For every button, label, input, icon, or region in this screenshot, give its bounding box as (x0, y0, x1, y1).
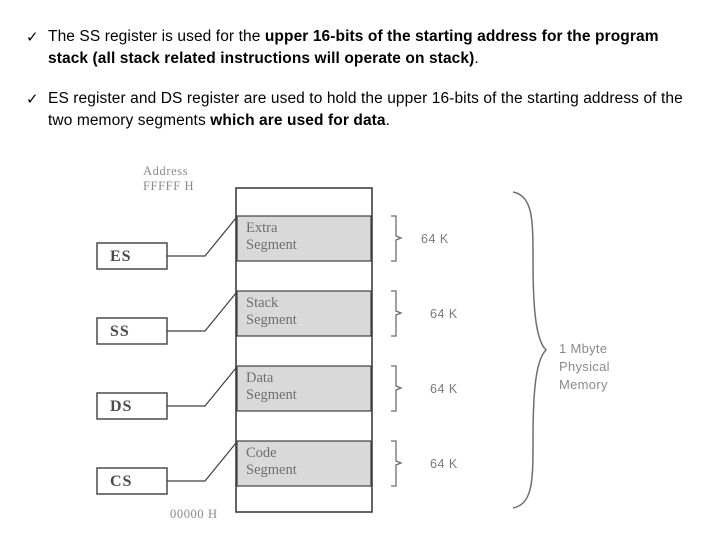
register-label-ds: DS (110, 398, 132, 415)
segment-label-stack-line1: Stack (246, 295, 279, 311)
pointer-line-cs (167, 442, 237, 482)
bullet-list: ✓ The SS register is used for the upper … (0, 26, 720, 148)
pointer-line-ds (167, 367, 237, 407)
checkmark-icon: ✓ (26, 90, 39, 108)
bullet-item-2: ✓ ES register and DS register are used t… (0, 88, 720, 132)
memory-segmentation-diagram: Address FFFFF H Extra Segment Stack Segm… (0, 160, 720, 540)
segment-label-extra-line2: Segment (246, 237, 297, 253)
memory-note-line1: 1 Mbyte (559, 341, 607, 356)
size-label-stack: 64 K (430, 307, 458, 321)
bullet-1-part-1: The SS register is used for the (48, 28, 265, 45)
bullet-1-part-2: upper 16-bits of the starting address fo… (48, 28, 659, 67)
brace-code (391, 440, 403, 487)
register-box-ss (96, 317, 168, 345)
segment-label-data-line2: Segment (246, 387, 297, 403)
brace-extra (391, 215, 403, 262)
address-caption-line1: Address (143, 164, 188, 178)
memory-note-line2: Physical (559, 359, 610, 374)
bullet-1-part-3: . (474, 50, 479, 67)
size-label-extra: 64 K (421, 232, 449, 246)
register-label-cs: CS (110, 473, 132, 490)
register-label-ss: SS (110, 323, 130, 340)
segment-label-data-line1: Data (246, 370, 274, 386)
segment-label-extra-line1: Extra (246, 220, 278, 236)
segment-block-stack (236, 290, 372, 337)
register-box-ds (96, 392, 168, 420)
brace-data (391, 365, 403, 412)
pointer-line-es (167, 217, 237, 257)
size-label-code: 64 K (430, 457, 458, 471)
pointer-lines (167, 217, 237, 482)
brace-stack (391, 290, 403, 337)
register-box-es (96, 242, 168, 270)
segment-label-stack-line2: Segment (246, 312, 297, 328)
memory-brace (512, 191, 548, 509)
address-caption-line2: FFFFF H (143, 179, 194, 193)
pointer-line-ss (167, 292, 237, 332)
segment-block-data (236, 365, 372, 412)
register-box-cs (96, 467, 168, 495)
bullet-item-2-text: ES register and DS register are used to … (48, 88, 686, 132)
segment-block-code (236, 440, 372, 487)
segment-block-extra (236, 215, 372, 262)
bullet-item-1: ✓ The SS register is used for the upper … (0, 26, 720, 70)
checkmark-icon: ✓ (26, 28, 39, 46)
bullet-2-part-2: which are used for data (210, 112, 386, 129)
size-braces (391, 215, 403, 487)
segment-label-code-line2: Segment (246, 462, 297, 478)
size-label-data: 64 K (430, 382, 458, 396)
bullet-2-part-3: . (385, 112, 391, 129)
memory-note-line3: Memory (559, 377, 608, 392)
bullet-2-part-1: ES register and DS register are used to … (48, 90, 683, 129)
bottom-address-label: 00000 H (170, 507, 218, 521)
bullet-item-1-text: The SS register is used for the upper 16… (48, 26, 686, 70)
register-label-es: ES (110, 248, 132, 265)
segment-label-code-line1: Code (246, 445, 277, 461)
